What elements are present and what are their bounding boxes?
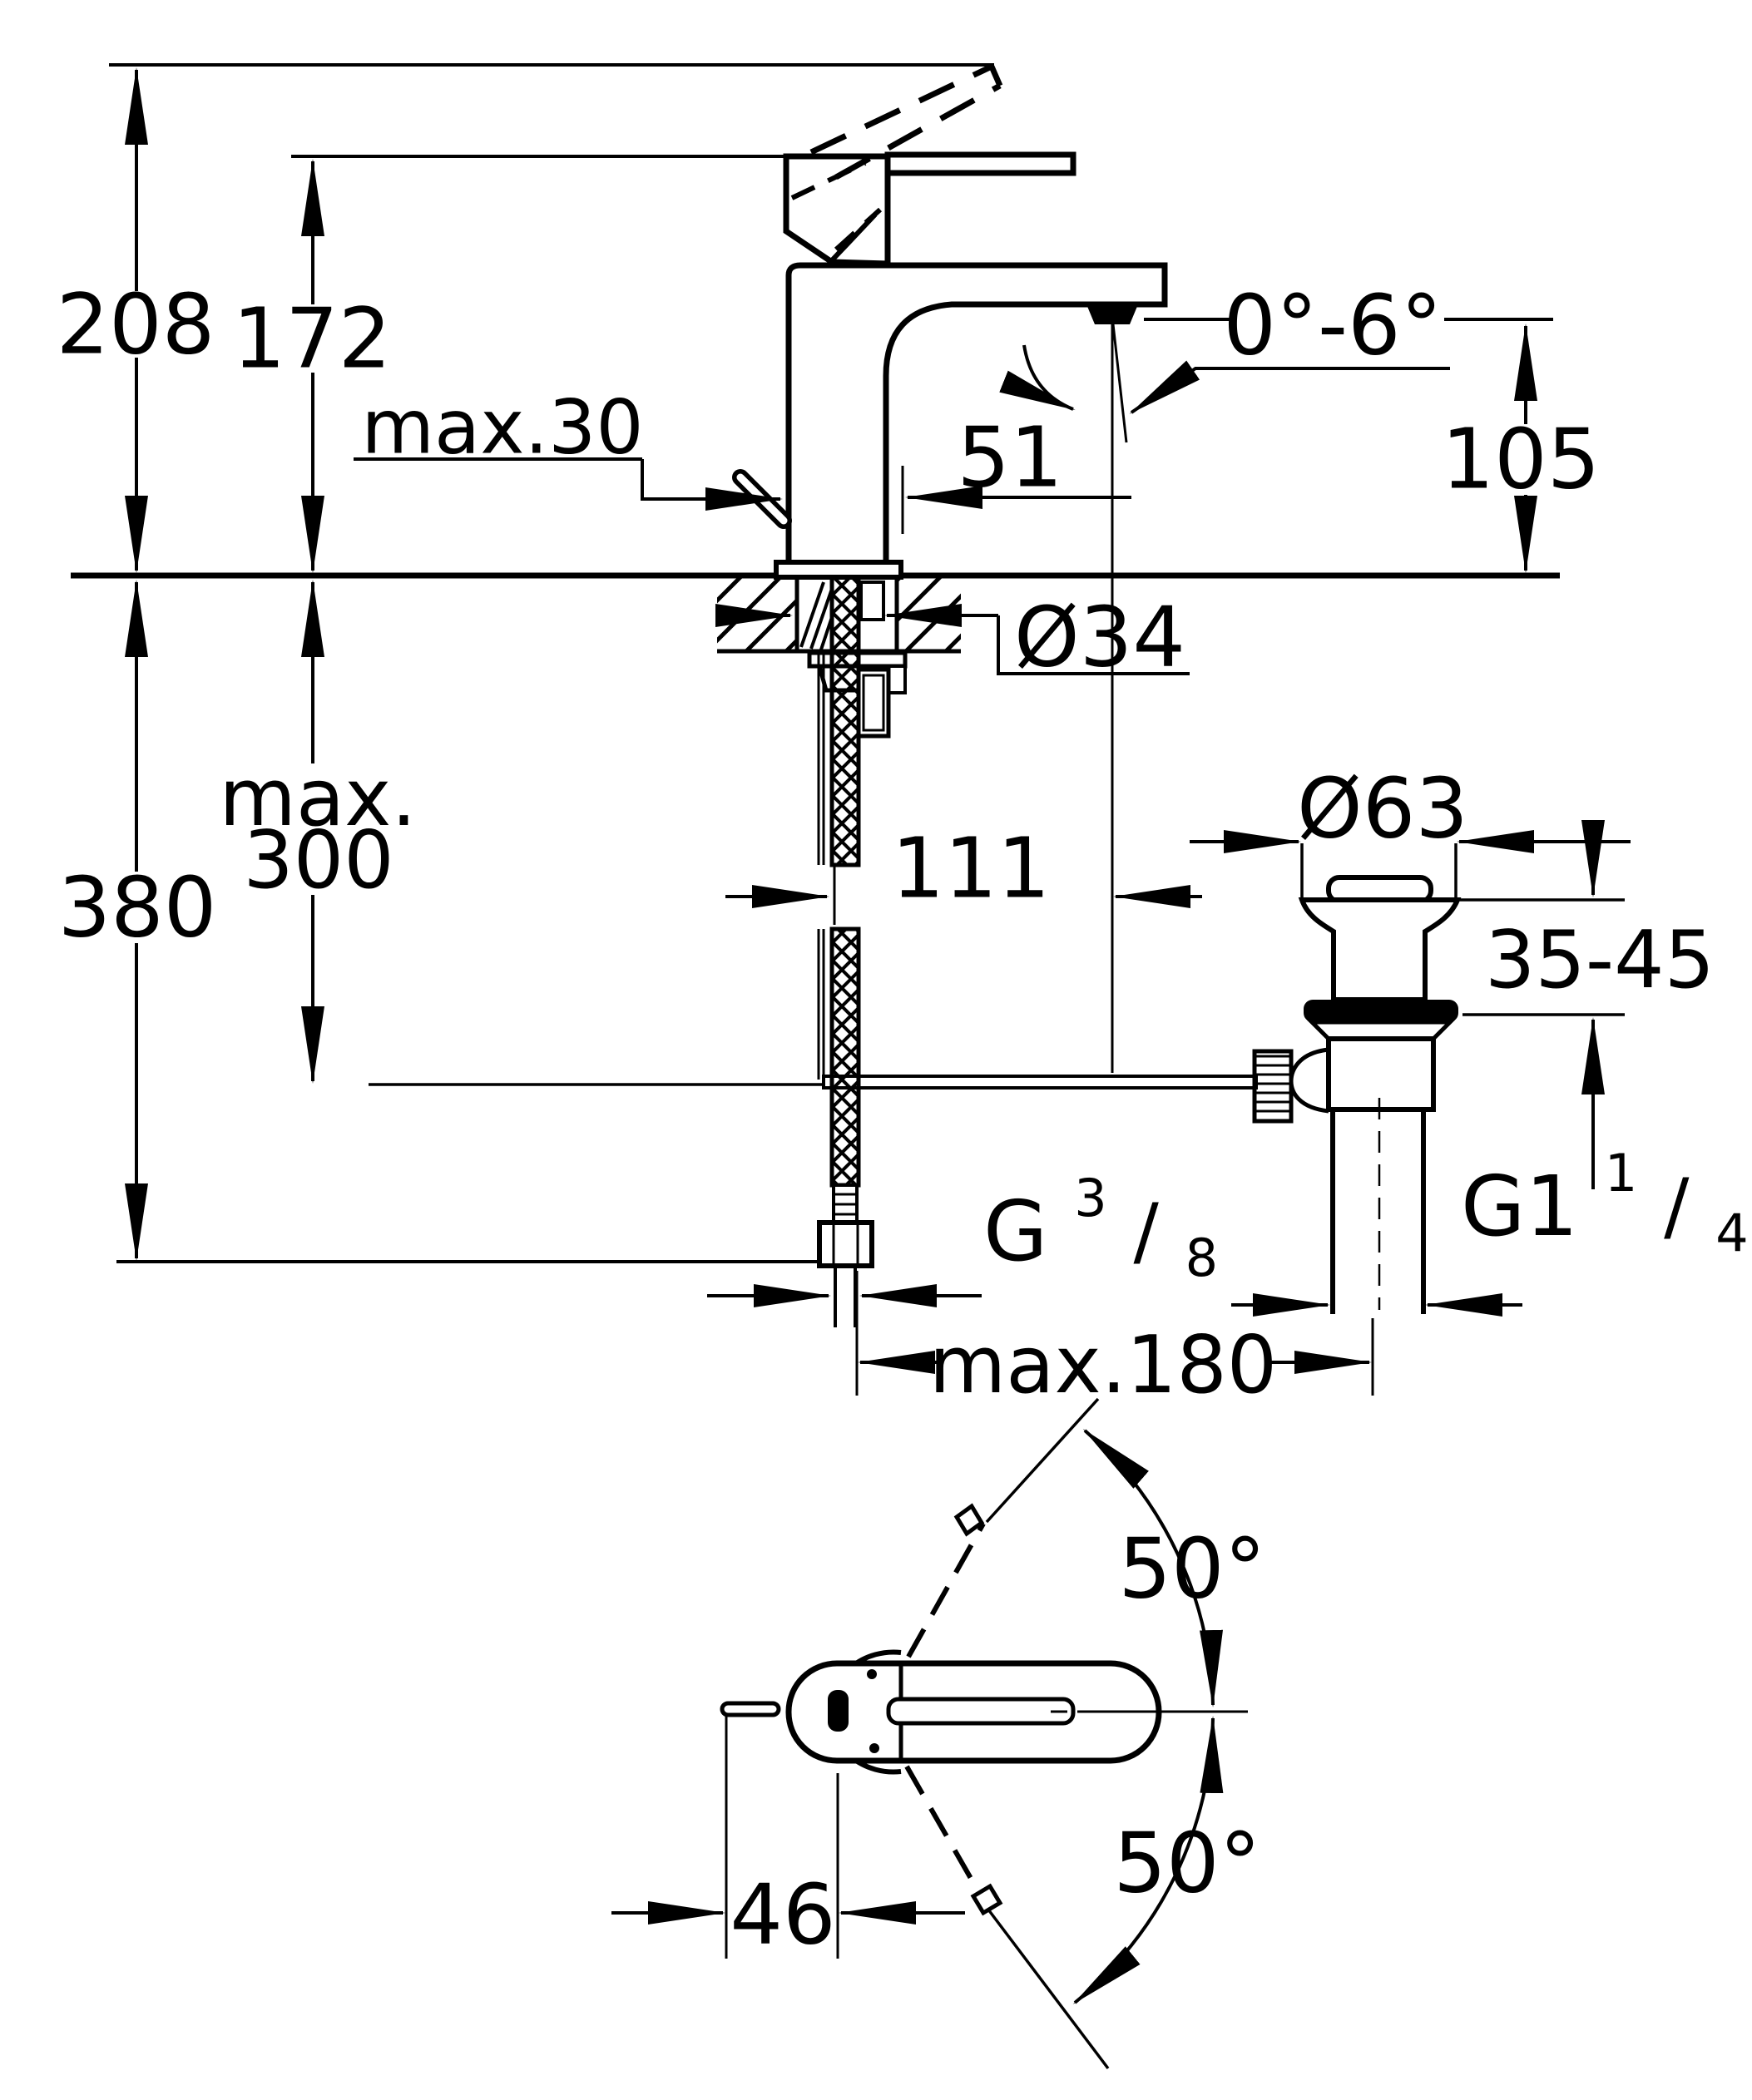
cartridge-hole: [828, 1690, 849, 1732]
handle-slot: [886, 1697, 1076, 1726]
lever-raised-dashed: [809, 63, 1003, 180]
rod-guide-inner: [862, 674, 885, 732]
angle-leader: [1129, 360, 1450, 414]
waste-seal-ring: [1304, 1000, 1458, 1022]
screw-dot-bottom: [869, 1743, 879, 1753]
stream-tilted-line: [1111, 324, 1128, 443]
waste-bell: [1298, 897, 1462, 1002]
hose-hex-nut: [817, 1220, 874, 1268]
stream-angle-arc: [999, 344, 1076, 411]
plan-view: [611, 1397, 1248, 2070]
horizontal-rod: [822, 1075, 1258, 1090]
swivel-down-boundary: [987, 1908, 1110, 2070]
hose-lower: [829, 926, 861, 1188]
supply-hose: [817, 511, 874, 1327]
swivel-up-boundary: [985, 1397, 1100, 1524]
label-o34: Ø34: [1014, 589, 1185, 686]
swivel-arc-lower: [1072, 1716, 1224, 2004]
knurled-knob: [1252, 1049, 1294, 1124]
max30-pointer: [641, 459, 783, 511]
o34-leader: [997, 615, 1190, 675]
faucet-body: [732, 63, 1168, 580]
label-max: max.: [219, 753, 416, 844]
label-3545: 35-45: [1485, 915, 1715, 1006]
rod-end-stub: [720, 1701, 781, 1717]
screw-dot-top: [867, 1669, 877, 1679]
lever-boss: [1289, 1047, 1329, 1114]
dimension-lines: [109, 63, 1631, 1396]
spout-outline: [785, 262, 1168, 571]
label-51: 51: [957, 409, 1062, 506]
shank-thread-hatch: [799, 581, 835, 650]
label-300: 300: [243, 815, 393, 907]
aerator: [1086, 304, 1138, 324]
nipple-threads: [834, 1193, 857, 1216]
labels: 208 172 max.30 51 0°-6° 105 Ø34 max. 300…: [57, 276, 1749, 1964]
label-max180: max.180: [929, 1320, 1278, 1411]
pop-up-rod: [369, 654, 1258, 1090]
label-172: 172: [233, 290, 392, 388]
handle-up-tip: [953, 1503, 985, 1537]
label-50-upper: 50°: [1118, 1520, 1265, 1618]
label-o63: Ø63: [1297, 760, 1468, 857]
lever-handle: [884, 151, 1076, 176]
handle-down-dashed: [904, 1765, 988, 1906]
pop-up-waste-valve: [1252, 875, 1625, 1314]
water-stream: [999, 318, 1553, 1073]
label-46: 46: [730, 1866, 835, 1964]
label-105: 105: [1442, 411, 1601, 508]
swivel-arc-upper: [1082, 1429, 1223, 1707]
label-50-lower: 50°: [1113, 1815, 1260, 1912]
waste-body: [1326, 1036, 1436, 1112]
label-g38: G 3 / 8: [983, 1149, 1218, 1288]
counter-deck-section: [71, 572, 1560, 654]
label-208: 208: [57, 276, 215, 373]
label-111: 111: [892, 820, 1051, 917]
label-380: 380: [58, 859, 217, 956]
handle-base-dashes: [790, 161, 883, 252]
shank-guide-block: [859, 581, 885, 621]
label-max30: max.30: [361, 384, 643, 472]
label-angle: 0°-6°: [1223, 277, 1442, 374]
handle-down-tip: [970, 1883, 1003, 1916]
handle-up-dashed: [906, 1522, 986, 1658]
label-g114: G1 1 / 4: [1461, 1124, 1749, 1263]
base-plate: [774, 560, 903, 580]
